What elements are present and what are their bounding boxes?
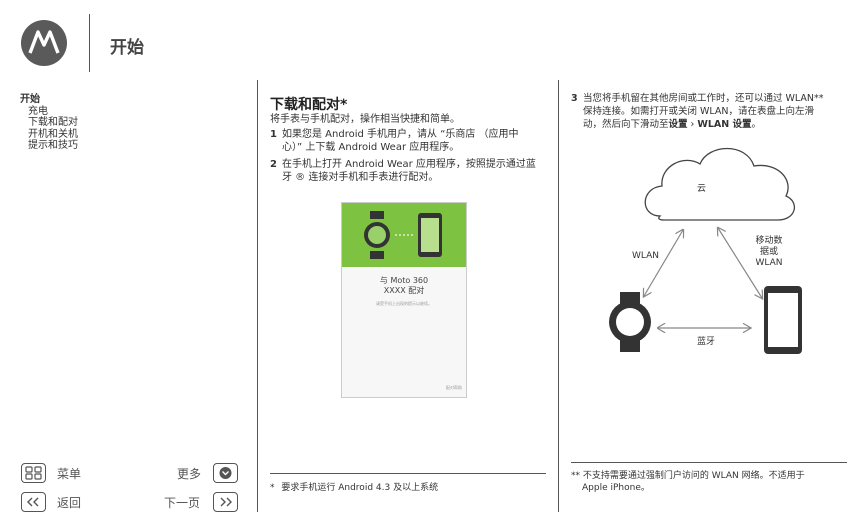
double-chevron-right-icon (220, 497, 232, 507)
step-number: 2 (270, 159, 277, 170)
toc-item-power[interactable]: 开机和关机 (28, 128, 78, 140)
footnote-1: * 要求手机运行 Android 4.3 及以上系统 (270, 482, 438, 495)
phone-icon (418, 213, 442, 257)
phone-screenshot: 与 Moto 360 XXXX 配对 请受手机上出现的提示以继续。 配对帮助 (341, 202, 467, 398)
bluetooth-label: 蓝牙 (697, 337, 716, 347)
motorola-logo (21, 20, 67, 66)
step-1: 1 如果您是 Android 手机用户，请从 “乐商店 （应用中 心）” 上下载… (270, 128, 555, 154)
column-divider-left (257, 80, 258, 512)
step-line: 如果您是 Android 手机用户，请从 “乐商店 （应用中 (282, 129, 519, 140)
step-line: 当您将手机留在其他房间或工作时，还可以通过 WLAN** (583, 93, 824, 104)
mobile-data-label: 移动数 据或 WLAN (755, 236, 783, 268)
phone-icon (764, 286, 802, 354)
pair-help-link[interactable]: 配对帮助 (446, 385, 462, 390)
pair-hint: 请受手机上出现的提示以继续。 (376, 301, 432, 306)
back-label[interactable]: 返回 (57, 496, 82, 510)
watch-icon (364, 211, 390, 259)
section-heading: 下载和配对* (270, 97, 348, 113)
toc-item-pair[interactable]: 下载和配对 (28, 117, 78, 128)
wlan-settings-label: WLAN 设置 (697, 119, 752, 130)
cloud-label: 云 (697, 184, 707, 194)
more-label[interactable]: 更多 (177, 467, 202, 481)
wlan-arrow (644, 230, 683, 296)
intro-text: 将手表与手机配对，操作相当快捷和简单。 (270, 114, 460, 125)
menu-label[interactable]: 菜单 (57, 467, 82, 481)
table-of-contents: 开始 充电 下载和配对 开机和关机 提示和技巧 (20, 94, 78, 152)
footnote-2: ** 不支持需要通过强制门户访问的 WLAN 网络。不适用于 Apple iPh… (571, 470, 851, 494)
toc-item-tips[interactable]: 提示和技巧 (28, 140, 78, 151)
grid-icon (25, 466, 42, 480)
next-label[interactable]: 下一页 (164, 496, 201, 510)
footnote-text: Apple iPhone。 (582, 483, 650, 493)
step-line: 保持连接。如需打开或关闭 WLAN，请在表盘上向左滑 (583, 106, 815, 117)
menu-button[interactable] (21, 463, 46, 483)
connectivity-diagram (609, 147, 802, 354)
column-divider-right (558, 80, 559, 512)
step-line: 心）” 上下载 Android Wear 应用程序。 (282, 142, 460, 153)
more-button[interactable] (213, 463, 238, 483)
footnote-text: 不支持需要通过强制门户访问的 WLAN 网络。不适用于 (582, 471, 805, 481)
page-title: 开始 (110, 38, 144, 58)
double-chevron-left-icon (27, 497, 39, 507)
dots-icon (395, 234, 413, 236)
step-line: 牙 ® 连接对手机和手表进行配对。 (282, 172, 439, 183)
settings-label: 设置 (668, 119, 688, 130)
step-3: 3 当您将手机留在其他房间或工作时，还可以通过 WLAN** 保持连接。如需打开… (571, 92, 856, 131)
mobile-data-arrow (718, 228, 762, 298)
step-number: 3 (571, 93, 578, 104)
footnote-mark: * (270, 483, 275, 493)
step-2: 2 在手机上打开 Android Wear 应用程序，按照提示通过蓝 牙 ® 连… (270, 158, 555, 184)
pairing-banner (342, 203, 466, 267)
pair-line-2: XXXX 配对 (383, 286, 425, 295)
wlan-label: WLAN (632, 251, 660, 261)
watch-icon (609, 292, 651, 352)
footnote-mark: ** (571, 471, 580, 481)
step-line: 动，然后向下滑动至设置 › WLAN 设置。 (583, 119, 762, 130)
pair-line-1: 与 Moto 360 (379, 276, 429, 285)
cloud-icon (644, 147, 796, 221)
toc-heading[interactable]: 开始 (20, 94, 40, 105)
step-line: 在手机上打开 Android Wear 应用程序，按照提示通过蓝 (282, 159, 536, 170)
pair-text: 与 Moto 360 XXXX 配对 (342, 276, 466, 296)
next-button[interactable] (213, 492, 238, 512)
footnote-rule (270, 473, 546, 474)
step-number: 1 (270, 129, 277, 140)
toc-item-charge[interactable]: 充电 (28, 105, 48, 117)
chevron-down-icon (219, 467, 232, 479)
back-button[interactable] (21, 492, 46, 512)
header-divider (89, 14, 90, 72)
footnote-rule (571, 462, 847, 463)
footnote-text: 要求手机运行 Android 4.3 及以上系统 (281, 483, 439, 493)
